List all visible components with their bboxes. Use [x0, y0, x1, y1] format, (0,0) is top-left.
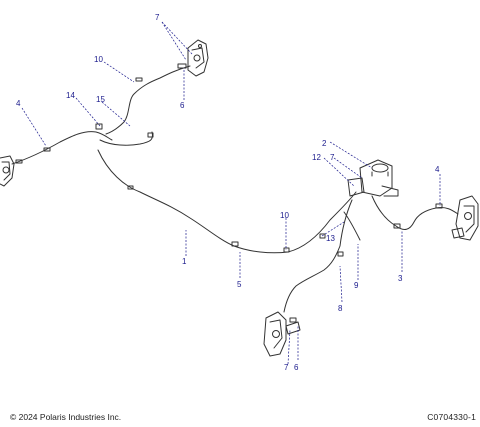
- leader-8: [339, 265, 343, 303]
- callout-9: 9: [354, 281, 359, 290]
- leader-2: [329, 141, 373, 169]
- callout-13: 13: [326, 234, 335, 243]
- callout-7-top: 7: [155, 13, 160, 22]
- brake-line-front-right: [105, 65, 191, 135]
- leader-12: [323, 157, 355, 187]
- callout-4-left: 4: [16, 99, 21, 108]
- callout-6-bottom: 6: [294, 363, 299, 372]
- copyright-notice: © 2024 Polaris Industries Inc.: [10, 412, 122, 422]
- callout-3: 3: [398, 274, 403, 283]
- caliper-front-left: [0, 155, 15, 187]
- leader-7-mid: [333, 157, 363, 179]
- drawing-number: C0704330-1: [427, 412, 476, 422]
- leader-7-bottom: [287, 329, 291, 365]
- callout-15: 15: [96, 95, 105, 104]
- brake-line-rear-split: [343, 211, 361, 241]
- callout-12: 12: [312, 153, 321, 162]
- master-cylinder: [347, 159, 399, 197]
- callout-7-bottom: 7: [284, 363, 289, 372]
- callout-6-top: 6: [180, 101, 185, 110]
- callout-14: 14: [66, 91, 75, 100]
- leader-4-left: [21, 107, 47, 147]
- leader-14: [75, 97, 101, 127]
- callout-5: 5: [237, 280, 242, 289]
- brake-line-front-left: [11, 131, 113, 165]
- leader-7-top-b: [161, 21, 187, 61]
- callout-10-top: 10: [94, 55, 103, 64]
- callout-8: 8: [338, 304, 343, 313]
- callout-10-mid: 10: [280, 211, 289, 220]
- callout-2: 2: [322, 139, 327, 148]
- leader-7-top: [161, 21, 193, 55]
- caliper-front-right: [187, 39, 209, 77]
- line-clips: [15, 63, 443, 323]
- brake-line-rear-left: [283, 199, 353, 313]
- leader-15: [101, 101, 131, 127]
- brake-line-rear-right: [371, 195, 459, 230]
- leader-10-top: [103, 61, 135, 83]
- caliper-rear-left: [263, 311, 301, 357]
- caliper-rear-right: [451, 195, 479, 241]
- callout-4-right: 4: [435, 165, 440, 174]
- callout-7-mid: 7: [330, 153, 335, 162]
- brake-line-front-cross: [99, 131, 153, 146]
- leader-13: [321, 221, 345, 237]
- brake-line-main: [97, 149, 357, 254]
- callout-1: 1: [182, 257, 187, 266]
